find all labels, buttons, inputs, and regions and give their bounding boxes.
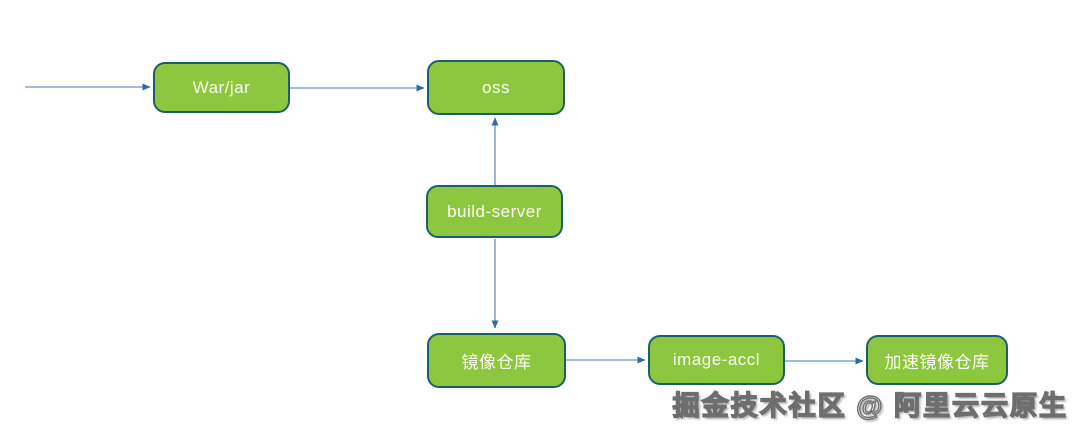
node-image-accl: image-accl [648, 335, 785, 385]
node-oss: oss [427, 60, 565, 115]
node-mirror-repo: 镜像仓库 [427, 333, 566, 388]
node-build-server: build-server [426, 185, 563, 238]
node-accel-mirror-repo: 加速镜像仓库 [866, 335, 1008, 385]
node-warjar: War/jar [153, 62, 290, 113]
